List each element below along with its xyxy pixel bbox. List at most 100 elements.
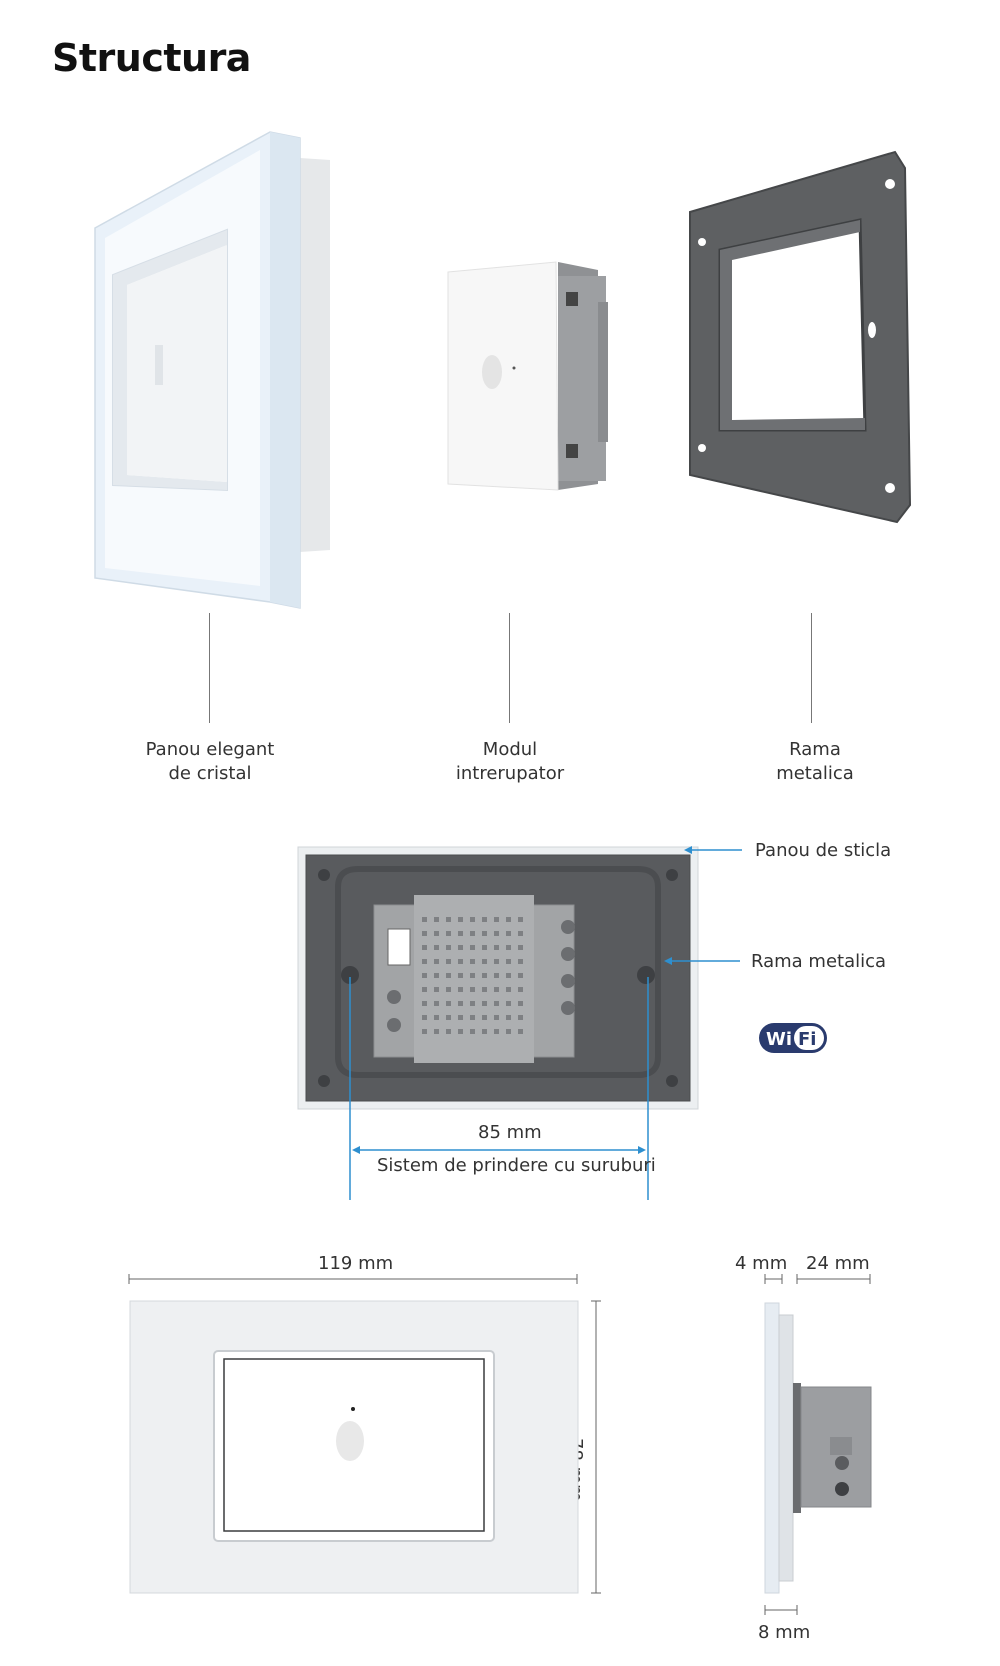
vent-hole xyxy=(458,1029,463,1034)
vent-hole xyxy=(518,959,523,964)
leader-line-glass xyxy=(209,613,210,723)
vent-hole xyxy=(518,931,523,936)
vent-hole xyxy=(422,917,427,922)
vent-hole xyxy=(518,945,523,950)
back-view-image xyxy=(297,846,699,1110)
vent-hole xyxy=(482,973,487,978)
wifi-logo: Wi Fi xyxy=(758,1022,828,1054)
vent-hole xyxy=(506,973,511,978)
vent-hole xyxy=(494,959,499,964)
vent-hole xyxy=(506,1015,511,1020)
vent-hole xyxy=(482,1029,487,1034)
vent-hole xyxy=(422,987,427,992)
vent-hole xyxy=(446,931,451,936)
label-metal-frame: Rama metalica xyxy=(725,738,905,786)
dim-screw-spacing: 85 mm xyxy=(478,1122,542,1143)
vent-hole xyxy=(506,987,511,992)
vent-hole xyxy=(494,973,499,978)
page-title: Structura xyxy=(52,36,251,80)
switch-module-image xyxy=(447,261,608,491)
vent-hole xyxy=(458,987,463,992)
vent-hole xyxy=(470,1001,475,1006)
vent-hole xyxy=(458,973,463,978)
vent-hole xyxy=(470,945,475,950)
vent-hole xyxy=(494,931,499,936)
metal-frame-image xyxy=(689,150,912,524)
vent-hole xyxy=(434,945,439,950)
vent-hole xyxy=(446,945,451,950)
vent-hole xyxy=(482,1015,487,1020)
vent-hole xyxy=(422,1001,427,1006)
vent-hole xyxy=(506,1001,511,1006)
vent-hole xyxy=(506,959,511,964)
vent-hole xyxy=(458,945,463,950)
label-line: de cristal xyxy=(168,763,252,784)
dim-side-depth: 24 mm xyxy=(806,1253,870,1274)
vent-hole xyxy=(518,987,523,992)
dim-front-width: 119 mm xyxy=(318,1253,394,1274)
vent-hole xyxy=(446,1029,451,1034)
vent-hole xyxy=(434,931,439,936)
vent-hole xyxy=(434,959,439,964)
label-line: Panou elegant xyxy=(145,739,275,760)
vent-hole xyxy=(494,945,499,950)
label-switch-module: Modul intrerupator xyxy=(420,738,600,786)
vent-hole xyxy=(482,945,487,950)
vent-hole xyxy=(506,945,511,950)
dim-side-glass: 4 mm xyxy=(735,1253,788,1274)
vent-hole xyxy=(422,945,427,950)
screw-mount-label: Sistem de prindere cu suruburi xyxy=(377,1155,656,1176)
vent-hole xyxy=(446,987,451,992)
callout-metal-frame: Rama metalica xyxy=(751,951,887,972)
vent-hole xyxy=(458,917,463,922)
vent-hole xyxy=(482,917,487,922)
dim-side-frame: 8 mm xyxy=(758,1622,811,1643)
vent-hole xyxy=(422,1029,427,1034)
vent-hole xyxy=(470,973,475,978)
vent-hole xyxy=(518,1001,523,1006)
vent-hole xyxy=(434,917,439,922)
vent-hole xyxy=(518,1015,523,1020)
vent-hole xyxy=(446,1015,451,1020)
vent-hole xyxy=(458,1015,463,1020)
vent-hole xyxy=(434,1029,439,1034)
vent-hole xyxy=(482,987,487,992)
vent-hole xyxy=(458,959,463,964)
side-view-image xyxy=(764,1302,872,1594)
leader-line-module xyxy=(509,613,510,723)
vent-hole xyxy=(422,973,427,978)
vent-hole xyxy=(470,959,475,964)
vent-hole xyxy=(518,917,523,922)
vent-hole xyxy=(470,1015,475,1020)
leader-line-frame xyxy=(811,613,812,723)
vent-hole xyxy=(494,1029,499,1034)
vent-hole xyxy=(494,1015,499,1020)
vent-hole xyxy=(422,959,427,964)
vent-hole xyxy=(434,973,439,978)
vent-hole xyxy=(518,1029,523,1034)
label-line: Modul xyxy=(482,739,538,760)
label-line: metalica xyxy=(776,763,854,784)
vent-hole xyxy=(494,1001,499,1006)
vent-hole xyxy=(494,987,499,992)
vent-hole xyxy=(482,931,487,936)
vent-hole xyxy=(494,917,499,922)
vent-hole xyxy=(434,1015,439,1020)
vent-hole xyxy=(458,1001,463,1006)
label-line: intrerupator xyxy=(455,763,565,784)
vent-hole xyxy=(518,973,523,978)
vent-hole xyxy=(482,1001,487,1006)
label-line: Rama xyxy=(789,739,841,760)
vent-hole xyxy=(446,959,451,964)
label-glass-panel: Panou elegant de cristal xyxy=(120,738,300,786)
vent-hole xyxy=(446,973,451,978)
vent-hole xyxy=(434,1001,439,1006)
wifi-logo-right: Fi xyxy=(798,1029,816,1050)
callout-glass-panel: Panou de sticla xyxy=(755,840,892,861)
wifi-logo-left: Wi xyxy=(766,1029,792,1050)
vent-hole xyxy=(506,917,511,922)
vent-hole xyxy=(446,917,451,922)
vent-hole xyxy=(506,1029,511,1034)
